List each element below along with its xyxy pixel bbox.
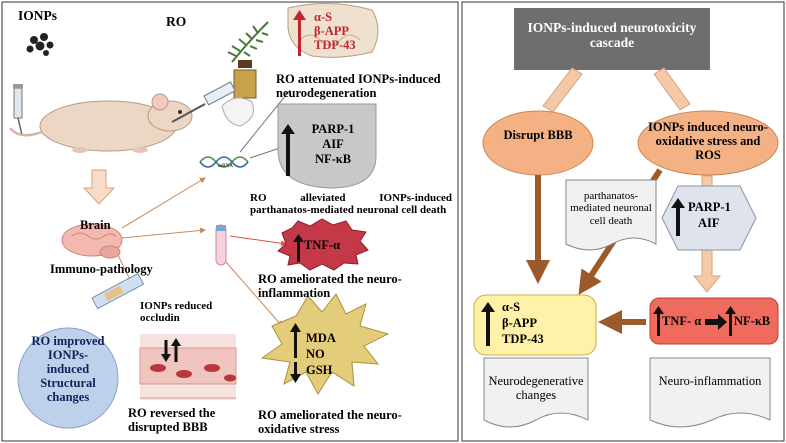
markers-box-1: α-S: [502, 300, 521, 314]
tnf-up-arrow-shaft: [297, 240, 300, 262]
parp-to-tnf-arrow: [692, 247, 722, 293]
parthanatos-caption: RO alleviated IONPs-induced parthanatos-…: [250, 192, 452, 217]
ro-label: RO: [166, 14, 187, 29]
right-panel-frame: [461, 1, 785, 442]
tnf-box-label: TNF- α: [662, 314, 702, 328]
parthanatos-marker-1: PARP-1: [311, 122, 355, 136]
mouse-to-brain-arrow: [82, 169, 116, 205]
syringe-icon: [13, 84, 23, 136]
aif-label: AIF: [698, 216, 720, 230]
mrna-helix-icon: [199, 156, 249, 168]
bbb-caption: RO reversed the disrupted BBB: [128, 406, 216, 434]
neurodegenerative-banner: [483, 357, 589, 428]
neurodegeneration-caption: RO attenuated IONPs-induced neurodegener…: [276, 72, 441, 100]
oxidative-up-arrow-head: [290, 323, 301, 332]
tnf-alpha-label: TNF-α: [304, 238, 341, 252]
parthanatos-up-arrow-head: [281, 124, 295, 134]
neuroinflammation-label: Neuro-inflammation: [658, 374, 762, 388]
tnf-box-up-arrow-shaft: [657, 312, 660, 336]
histology-slide-icon: [91, 272, 145, 310]
brain-marker-2: β-APP: [314, 24, 350, 38]
nfkb-up-arrow-head: [725, 306, 736, 314]
ionps-stress-label: IONPs induced neuro-oxidative stress and…: [648, 120, 768, 162]
hand-syringe-icon: [171, 81, 254, 127]
oxidative-caption: RO ameliorated the neuro-oxidative stres…: [258, 408, 402, 436]
cascade-header-box: [514, 8, 710, 70]
brain-to-tube-line: [121, 227, 206, 239]
parthanatos-note: parthanatos-mediated neuronal cell death: [570, 190, 652, 227]
brain-to-mrna-line: [121, 177, 206, 229]
rosemary-icon: [227, 21, 269, 63]
parp-up-arrow-head: [671, 198, 685, 208]
header-to-bbb-arrow: [542, 67, 583, 113]
brain-marker-up-arrow-shaft: [298, 18, 301, 56]
parp-up-arrow-shaft: [676, 206, 680, 236]
disrupt-bbb-node: [482, 110, 594, 176]
tnf-up-arrow-head: [293, 234, 304, 242]
brain-marker-1: α-S: [314, 10, 333, 24]
parp-label: PARP-1: [688, 200, 731, 214]
parthanatos-shield: [277, 103, 377, 189]
nfkb-up-arrow-shaft: [729, 312, 732, 336]
disrupt-bbb-label: Disrupt BBB: [503, 128, 573, 142]
markers-box-3: TDP-43: [502, 332, 544, 346]
cascade-header: IONPs-induced neurotoxicity cascade: [527, 20, 697, 51]
parthanatos-up-arrow-shaft: [286, 132, 290, 176]
structural-circle-text: RO improved IONPs-induced Structural cha…: [31, 334, 105, 404]
mrna-label: mRNA: [218, 164, 233, 169]
markers-up-arrow-shaft: [486, 310, 490, 346]
test-tube-icon: [215, 224, 227, 266]
brain-marker-up-arrow-head: [293, 10, 306, 20]
tnf-box-up-arrow-head: [653, 306, 664, 314]
oxidative-marker-1: MDA: [306, 331, 336, 345]
neurodegenerative-label: Neurodegenerative changes: [488, 374, 584, 402]
header-to-stress-arrow: [653, 67, 691, 111]
structural-circle: [17, 327, 119, 429]
neuroinflammation-banner: [649, 357, 771, 428]
blood-vessel-image: [139, 334, 237, 400]
tube-to-tnf-line: [229, 235, 287, 247]
oxidative-down-arrow-head: [290, 374, 301, 383]
oxidative-starburst: [260, 293, 390, 395]
occludin-down-arrow-head: [161, 354, 171, 362]
parp-hexagon: [661, 185, 757, 251]
ionps-label: IONPs: [18, 8, 58, 23]
brain-label: Brain: [80, 218, 111, 232]
mrna-to-brain-line: [239, 89, 291, 153]
parthanatos-note-banner: [565, 179, 657, 251]
parthanatos-marker-3: NF-κB: [314, 152, 352, 166]
oxidative-down-arrow-shaft: [294, 362, 297, 376]
occludin-up-arrow-head: [171, 338, 181, 346]
tube-to-star-line: [225, 261, 283, 327]
tnf-starburst: [277, 218, 369, 271]
brain-marker-3: TDP-43: [314, 38, 356, 52]
mrna-to-panel-line: [249, 147, 281, 159]
oil-bottle-icon: [233, 60, 257, 99]
tnf-to-nfkb-arrow: [705, 314, 727, 330]
markers-box-2: β-APP: [502, 316, 538, 330]
left-panel-frame: [1, 1, 459, 442]
occludin-label: IONPs reduced occludin: [140, 300, 213, 325]
markers-up-arrow-head: [481, 302, 495, 312]
small-brain-icon: [61, 223, 123, 259]
ionps-stress-node: [637, 110, 779, 176]
oxidative-up-arrow-shaft: [294, 330, 297, 358]
oxidative-marker-2: NO: [306, 347, 325, 361]
nfkb-box-label: NF-κB: [734, 314, 771, 328]
mouse-icon: [9, 93, 193, 153]
immuno-pathology-label: Immuno-pathology: [50, 262, 153, 276]
oxidative-marker-3: GSH: [306, 363, 333, 377]
parthanatos-marker-2: AIF: [322, 137, 344, 151]
markers-box: [473, 294, 597, 356]
ionps-particles-icon: [26, 33, 54, 56]
inflammation-caption: RO ameliorated the neuro-inflammation: [258, 272, 402, 300]
